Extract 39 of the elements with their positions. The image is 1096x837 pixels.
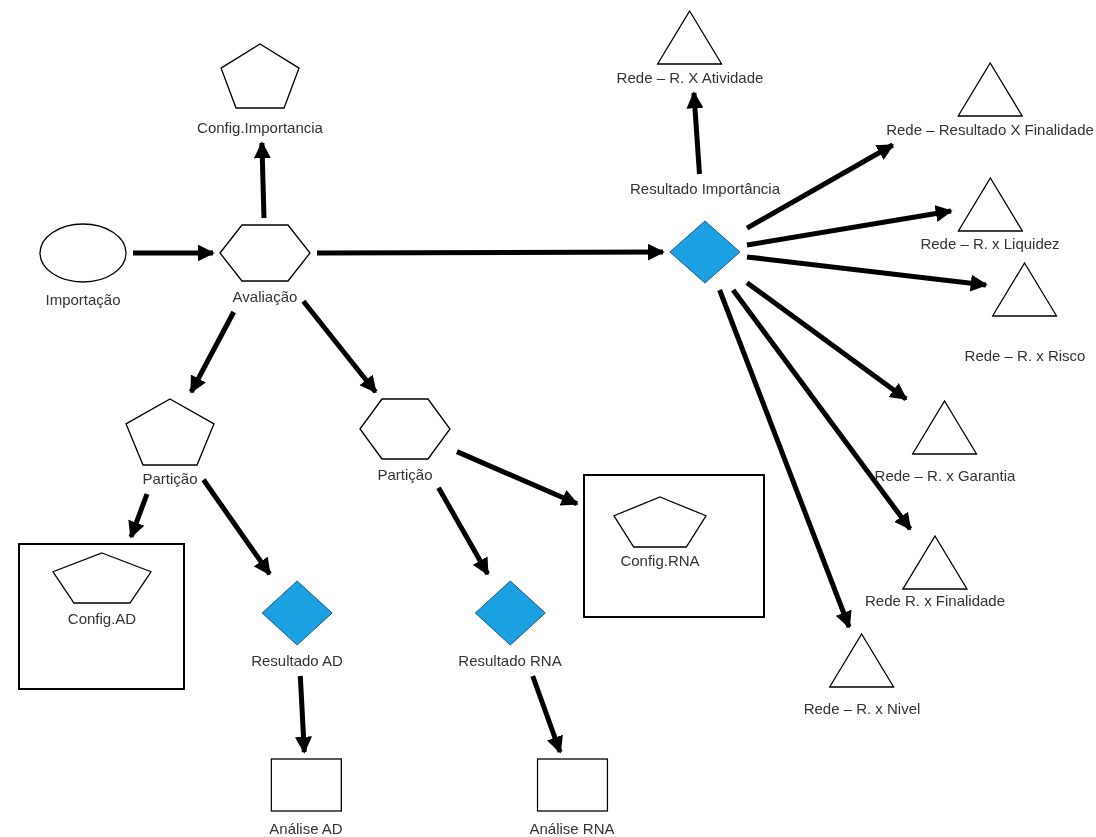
arrow xyxy=(189,310,236,394)
arrow xyxy=(456,449,579,507)
node-label: Rede – R. x Nivel xyxy=(803,700,921,718)
arrow xyxy=(686,91,704,175)
node-label: Resultado Importância xyxy=(629,180,781,198)
node-label: Rede R. x Finalidade xyxy=(864,592,1006,610)
container-box xyxy=(583,474,765,618)
node-label: Rede – R. X Atividade xyxy=(616,69,764,87)
node-label: Rede – R. x Risco xyxy=(964,347,1086,365)
node-label: Partição xyxy=(142,470,198,488)
arrow xyxy=(201,478,272,576)
arrow xyxy=(295,675,312,754)
node-label: Rede – Resultado X Finalidade xyxy=(886,121,1094,139)
arrow xyxy=(436,486,490,576)
arrow xyxy=(301,299,378,394)
arrow xyxy=(731,288,913,531)
node-label: Rede – R. x Liquidez xyxy=(920,235,1060,253)
node-label: Resultado AD xyxy=(251,652,343,670)
arrow xyxy=(745,280,908,401)
node-label: Resultado RNA xyxy=(458,652,562,670)
container-box xyxy=(18,543,185,690)
arrow xyxy=(717,289,852,629)
node-label: Avaliação xyxy=(232,288,298,306)
arrow xyxy=(317,243,665,261)
node-label: Config.Importancia xyxy=(197,119,323,137)
node-label: Config.AD xyxy=(67,610,137,628)
arrow xyxy=(746,205,953,248)
node-label: Importação xyxy=(45,291,121,309)
node-label: Partição xyxy=(377,466,433,484)
arrow xyxy=(253,141,271,219)
node-label: Análise AD xyxy=(269,820,343,837)
node-label: Rede – R. x Garantia xyxy=(874,467,1016,485)
node-label: Config.RNA xyxy=(620,552,700,570)
arrow xyxy=(128,493,150,539)
arrow xyxy=(745,142,895,231)
arrow xyxy=(133,244,215,262)
arrow xyxy=(746,254,988,292)
node-label: Análise RNA xyxy=(529,820,615,837)
arrow xyxy=(530,675,563,754)
